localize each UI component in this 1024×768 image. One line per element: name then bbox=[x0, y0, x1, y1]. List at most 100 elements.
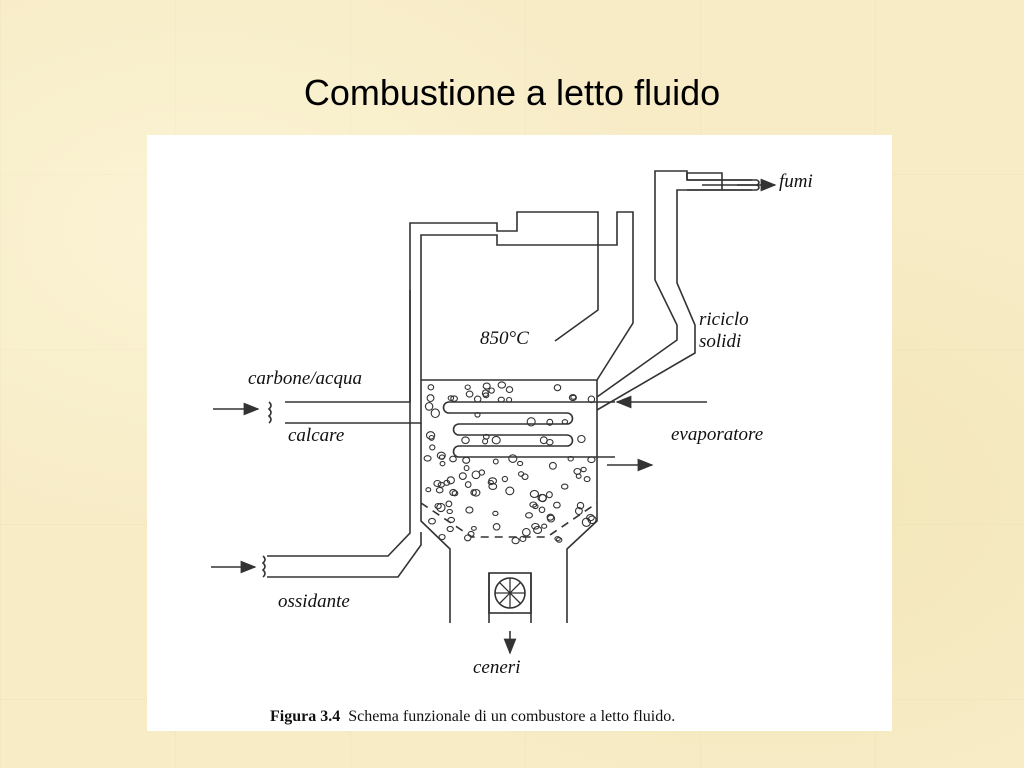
bed-particle bbox=[450, 395, 458, 402]
bed-particle bbox=[471, 488, 481, 497]
bed-particle bbox=[506, 396, 513, 403]
bed-particle bbox=[516, 460, 524, 467]
bed-particle bbox=[447, 516, 456, 523]
bed-particle bbox=[587, 395, 596, 404]
bed-particle bbox=[433, 479, 442, 488]
evaporator-tubes bbox=[442, 395, 707, 472]
bed-particle bbox=[482, 382, 491, 390]
bed-particle bbox=[435, 486, 444, 494]
label-evaporatore: evaporatore bbox=[671, 424, 763, 445]
bed-particle bbox=[492, 523, 501, 531]
bed-particle bbox=[491, 435, 501, 445]
bed-particle bbox=[577, 434, 586, 444]
bed-particle bbox=[546, 418, 554, 426]
bed-particle bbox=[545, 491, 553, 499]
flue-gas-outlet bbox=[687, 178, 777, 192]
bed-particle bbox=[429, 444, 436, 451]
bed-particle bbox=[445, 500, 453, 508]
bed-particle bbox=[575, 473, 582, 479]
label-solidi: solidi bbox=[699, 331, 741, 352]
bed-particle bbox=[428, 517, 436, 525]
bed-particle bbox=[458, 472, 467, 480]
label-temperature: 850°C bbox=[480, 328, 529, 349]
bed-particle bbox=[446, 508, 453, 515]
bed-particle bbox=[438, 533, 446, 541]
bed-particle bbox=[553, 384, 562, 392]
bed-particle bbox=[462, 456, 471, 464]
bed-particle bbox=[474, 411, 481, 418]
bed-particle bbox=[570, 394, 577, 400]
bed-particle bbox=[541, 523, 548, 529]
bed-particle bbox=[488, 387, 495, 394]
bed-particle bbox=[463, 534, 472, 542]
bed-particle bbox=[568, 394, 577, 402]
bed-particle bbox=[428, 434, 435, 441]
bed-particle bbox=[519, 535, 527, 543]
bed-particle bbox=[529, 501, 538, 508]
bed-particle bbox=[576, 501, 585, 510]
bed-particle bbox=[461, 436, 470, 445]
bed-particle bbox=[561, 419, 569, 425]
bed-particle bbox=[531, 522, 540, 530]
label-calcare: calcare bbox=[288, 425, 344, 446]
bed-particle bbox=[539, 436, 548, 445]
bed-particle bbox=[464, 481, 472, 489]
bed-particle bbox=[436, 451, 446, 460]
bed-particle bbox=[487, 480, 494, 486]
bed-particle bbox=[463, 465, 470, 472]
bed-particle bbox=[465, 390, 474, 398]
bed-particle bbox=[424, 402, 434, 411]
bed-particle bbox=[586, 513, 595, 522]
bed-particle bbox=[467, 530, 475, 537]
bed-particle bbox=[436, 502, 446, 513]
bed-particle bbox=[482, 433, 490, 440]
bed-particle bbox=[492, 458, 499, 465]
caption-number: Figura 3.4 bbox=[270, 708, 340, 725]
bed-particle bbox=[430, 408, 440, 419]
bed-particle bbox=[533, 525, 543, 535]
bed-particle bbox=[446, 525, 454, 533]
bed-particle bbox=[532, 503, 539, 510]
label-riciclo: riciclo bbox=[699, 309, 749, 330]
bed-particle bbox=[538, 506, 546, 514]
bed-particle bbox=[526, 417, 536, 427]
bed-particle bbox=[529, 489, 540, 499]
bed-particle bbox=[555, 537, 563, 543]
oxidant-inlet bbox=[211, 521, 422, 578]
label-ceneri: ceneri bbox=[473, 657, 520, 678]
bed-particle bbox=[497, 396, 505, 403]
combustor-diagram: fumi 850°C riciclo solidi carbone/acqua … bbox=[211, 170, 813, 725]
bed-particle bbox=[567, 455, 574, 462]
bed-particle bbox=[548, 461, 557, 470]
ash-rotary-valve bbox=[488, 572, 532, 655]
bed-particle bbox=[439, 460, 446, 467]
bed-particle bbox=[508, 454, 518, 463]
bed-particle bbox=[488, 482, 498, 490]
bed-particle bbox=[464, 384, 471, 390]
bed-particle bbox=[481, 389, 489, 397]
slide-title: Combustione a letto fluido bbox=[303, 72, 721, 113]
bed-particle bbox=[521, 473, 529, 481]
bed-particle bbox=[470, 525, 477, 531]
bed-particle bbox=[505, 386, 514, 394]
bed-particle bbox=[447, 395, 455, 401]
bed-particle bbox=[554, 536, 561, 542]
bed-particle bbox=[426, 394, 435, 403]
figure-panel: fumi 850°C riciclo solidi carbone/acqua … bbox=[147, 135, 892, 731]
bed-particle bbox=[587, 456, 596, 464]
bed-particle bbox=[497, 381, 507, 389]
reactor-vessel bbox=[285, 211, 634, 623]
bed-particle bbox=[580, 466, 587, 473]
bed-particle bbox=[573, 467, 582, 475]
bed-particle bbox=[574, 506, 583, 516]
bed-particle bbox=[511, 536, 520, 545]
bed-particle bbox=[471, 470, 481, 480]
bed-particle bbox=[423, 455, 432, 462]
bed-particle bbox=[525, 512, 533, 519]
bed-particle bbox=[560, 483, 569, 490]
bed-particle bbox=[425, 431, 436, 440]
bed-particle bbox=[425, 487, 432, 493]
bed-particle bbox=[537, 493, 547, 502]
bed-particle bbox=[434, 502, 442, 510]
